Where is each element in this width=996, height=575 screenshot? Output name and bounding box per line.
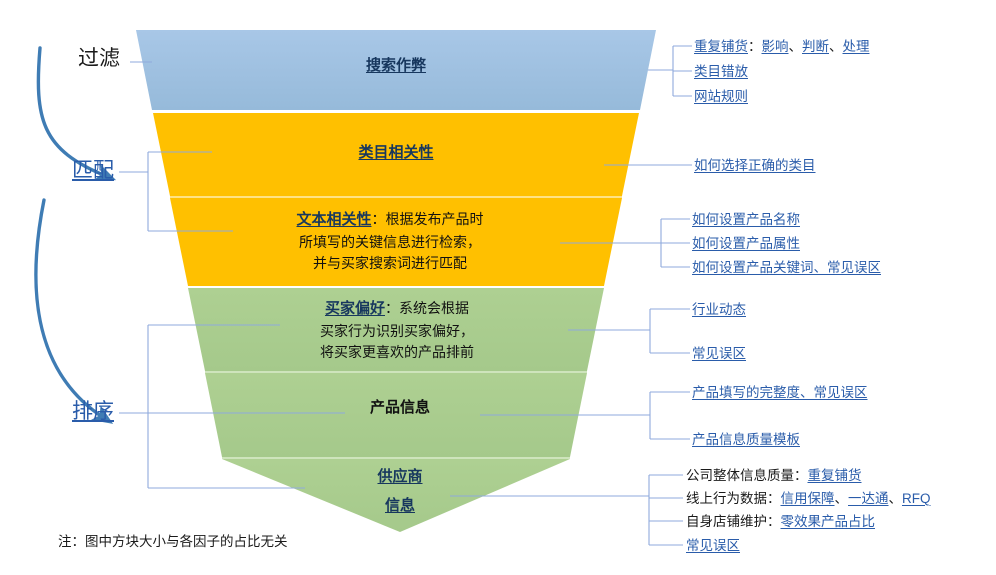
- annotation-colon-1: ：: [748, 39, 762, 54]
- annotation-industry-trends[interactable]: 行业动态: [692, 302, 746, 317]
- funnel-buyer-preference-line-1: ：系统会根据: [385, 300, 469, 316]
- funnel-title-supplier-info[interactable]: 供应商: [377, 468, 423, 485]
- annotation-store-maintenance-prefix: 自身店铺维护: [686, 514, 767, 529]
- annotation-duplicate-listing-impact[interactable]: 影响: [761, 39, 789, 54]
- funnel-label-product-info: 产品信息: [260, 396, 540, 420]
- annotation-set-product-keywords[interactable]: 如何设置产品关键词、常见误区: [692, 260, 881, 275]
- funnel-title-category-relevance[interactable]: 类目相关性: [358, 144, 434, 161]
- annotation-site-rules[interactable]: 网站规则: [694, 89, 748, 104]
- annotation-duplicate-listing-judge[interactable]: 判断: [802, 39, 829, 54]
- funnel-buyer-preference-line-3: 将买家更喜欢的产品排前: [320, 344, 474, 360]
- stage-label-match[interactable]: 匹配: [72, 159, 114, 182]
- funnel-title-buyer-preference[interactable]: 买家偏好: [324, 300, 385, 317]
- annotation-product-quality-template[interactable]: 产品信息质量模板: [692, 432, 800, 447]
- funnel-text-relevance-line-2: 所填写的关键信息进行检索，: [299, 234, 481, 250]
- annotation-zero-effect-products[interactable]: 零效果产品占比: [780, 514, 876, 529]
- funnel-text-relevance-line-1: ：根据发布产品时: [371, 211, 484, 227]
- annotation-yidatong[interactable]: 一达通: [848, 491, 889, 506]
- funnel-label-supplier-info: 供应商 信息: [280, 466, 520, 517]
- footnote-note: 注：图中方块大小与各因子的占比无关: [58, 534, 288, 549]
- annotation-product-completeness[interactable]: 产品填写的完整度、常见误区: [692, 385, 868, 400]
- funnel-text-relevance-line-3: 并与买家搜索词进行匹配: [313, 255, 467, 271]
- annotation-wrong-category[interactable]: 类目错放: [694, 64, 748, 79]
- funnel-title-product-info: 产品信息: [369, 399, 430, 416]
- annotation-duplicate-listing-handle[interactable]: 处理: [842, 39, 870, 54]
- funnel-title-text-relevance[interactable]: 文本相关性: [296, 211, 372, 228]
- stage-label-rank[interactable]: 排序: [72, 400, 114, 423]
- annotation-choose-correct-category[interactable]: 如何选择正确的类目: [694, 158, 816, 173]
- funnel-buyer-preference-line-2: 买家行为识别买家偏好，: [320, 323, 474, 339]
- annotation-company-info-quality: 公司整体信息质量：重复铺货: [686, 468, 862, 483]
- annotation-store-maintenance: 自身店铺维护：零效果产品占比: [686, 514, 876, 529]
- annotation-supplier-common-mistakes[interactable]: 常见误区: [686, 538, 740, 553]
- annotation-duplicate-listing-prefix[interactable]: 重复铺货: [694, 39, 748, 54]
- annotation-rfq[interactable]: RFQ: [902, 491, 931, 506]
- annotation-company-info-quality-prefix: 公司整体信息质量: [686, 468, 794, 483]
- funnel-label-buyer-preference: 买家偏好：系统会根据 买家行为识别买家偏好， 将买家更喜欢的产品排前: [252, 297, 542, 363]
- funnel-title-supplier-info-2[interactable]: 信息: [384, 496, 415, 514]
- arrow-match-to-rank: [34, 198, 114, 424]
- annotation-duplicate-listing: 重复铺货：影响、判断、处理: [694, 39, 870, 54]
- annotation-preference-common-mistakes[interactable]: 常见误区: [692, 346, 746, 361]
- annotation-set-product-attributes[interactable]: 如何设置产品属性: [692, 236, 800, 251]
- stage-label-filter: 过滤: [78, 47, 120, 70]
- funnel-title-search-cheating[interactable]: 搜索作弊: [365, 57, 426, 74]
- funnel-label-text-relevance: 文本相关性：根据发布产品时 所填写的关键信息进行检索， 并与买家搜索词进行匹配: [230, 208, 550, 274]
- annotation-company-duplicate-listing[interactable]: 重复铺货: [807, 468, 862, 483]
- annotation-set-product-name[interactable]: 如何设置产品名称: [692, 212, 800, 227]
- annotation-online-behavior-data: 线上行为数据：信用保障、一达通、RFQ: [686, 491, 931, 506]
- funnel-label-search-cheating: 搜索作弊: [236, 54, 556, 78]
- annotation-online-behavior-prefix: 线上行为数据: [686, 491, 767, 506]
- funnel-label-category-relevance: 类目相关性: [236, 141, 556, 165]
- annotation-credit-guarantee[interactable]: 信用保障: [780, 491, 835, 506]
